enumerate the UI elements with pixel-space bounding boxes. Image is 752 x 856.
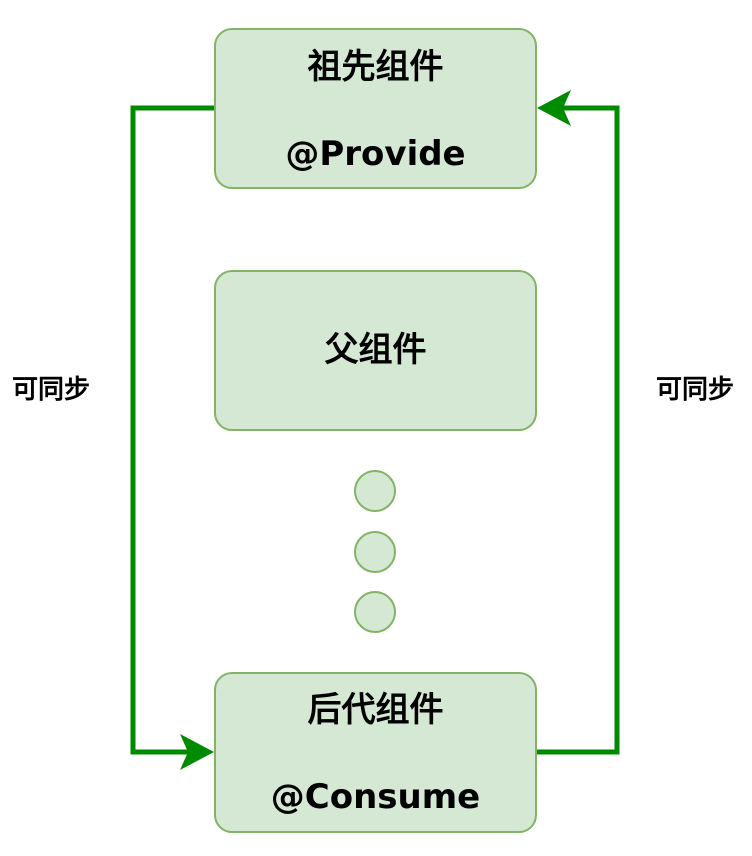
parent-node[interactable]: 父组件	[214, 270, 537, 431]
left-sync-label: 可同步	[12, 375, 91, 405]
ancestor-node-decorator: @Provide	[285, 134, 466, 174]
descendant-node-title: 后代组件	[307, 690, 444, 730]
ancestor-node[interactable]: 祖先组件 @Provide	[214, 28, 537, 189]
ellipsis-dot-1	[354, 470, 396, 512]
parent-node-title: 父组件	[324, 330, 427, 370]
arrowhead-into-descendant	[180, 734, 214, 770]
descendant-node-decorator: @Consume	[270, 777, 481, 817]
sync-edge-descendant-to-ancestor	[537, 105, 620, 755]
arrowhead-into-ancestor	[537, 90, 571, 126]
sync-edge-ancestor-to-descendant	[130, 105, 214, 755]
ancestor-node-title: 祖先组件	[307, 47, 444, 87]
descendant-node[interactable]: 后代组件 @Consume	[214, 672, 537, 833]
ellipsis-dot-3	[354, 591, 396, 633]
ellipsis-dot-2	[354, 531, 396, 573]
right-sync-label: 可同步	[656, 375, 735, 405]
